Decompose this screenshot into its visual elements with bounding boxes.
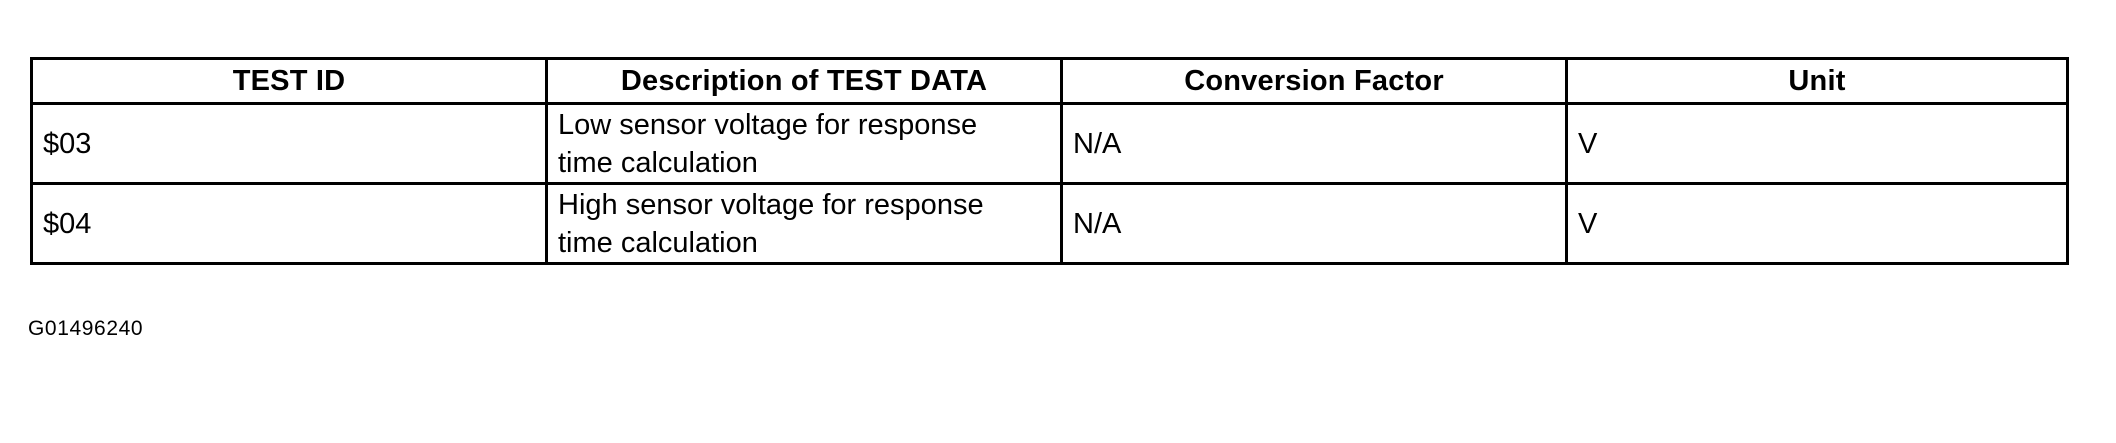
table-header: TEST ID Description of TEST DATA Convers… [30, 57, 2069, 105]
test-data-table: TEST ID Description of TEST DATA Convers… [30, 57, 2069, 265]
column-header-description: Description of TEST DATA [545, 57, 1063, 105]
cell-conversion-factor: N/A [1060, 182, 1568, 265]
cell-test-id: $03 [30, 102, 548, 185]
column-header-test-id: TEST ID [30, 57, 548, 105]
table-row: $03 Low sensor voltage for response time… [30, 102, 2069, 185]
cell-unit-value: V [1578, 127, 1598, 160]
column-header-unit: Unit [1565, 57, 2069, 105]
table-body: $03 Low sensor voltage for response time… [30, 102, 2069, 265]
column-header-unit-label: Unit [1788, 65, 1846, 97]
column-header-test-id-label: TEST ID [232, 65, 346, 97]
column-header-conversion-factor: Conversion Factor [1060, 57, 1568, 105]
column-header-conversion-factor-label: Conversion Factor [1184, 65, 1444, 97]
column-header-description-label: Description of TEST DATA [620, 65, 988, 97]
cell-conversion-factor-value: N/A [1073, 207, 1122, 240]
cell-description-value: Low sensor voltage for response time cal… [558, 109, 978, 179]
cell-unit-value: V [1578, 207, 1598, 240]
cell-test-id-value: $03 [43, 127, 92, 160]
cell-description: Low sensor voltage for response time cal… [545, 102, 1063, 185]
cell-description: High sensor voltage for response time ca… [545, 182, 1063, 265]
test-data-table-container: TEST ID Description of TEST DATA Convers… [30, 57, 2069, 265]
table-header-row: TEST ID Description of TEST DATA Convers… [30, 57, 2069, 105]
cell-description-value: High sensor voltage for response time ca… [558, 189, 984, 259]
cell-test-id: $04 [30, 182, 548, 265]
figure-caption: G01496240 [28, 317, 144, 340]
cell-unit: V [1565, 102, 2069, 185]
cell-unit: V [1565, 182, 2069, 265]
table-row: $04 High sensor voltage for response tim… [30, 182, 2069, 265]
cell-conversion-factor: N/A [1060, 102, 1568, 185]
cell-conversion-factor-value: N/A [1073, 127, 1122, 160]
cell-test-id-value: $04 [43, 207, 92, 240]
